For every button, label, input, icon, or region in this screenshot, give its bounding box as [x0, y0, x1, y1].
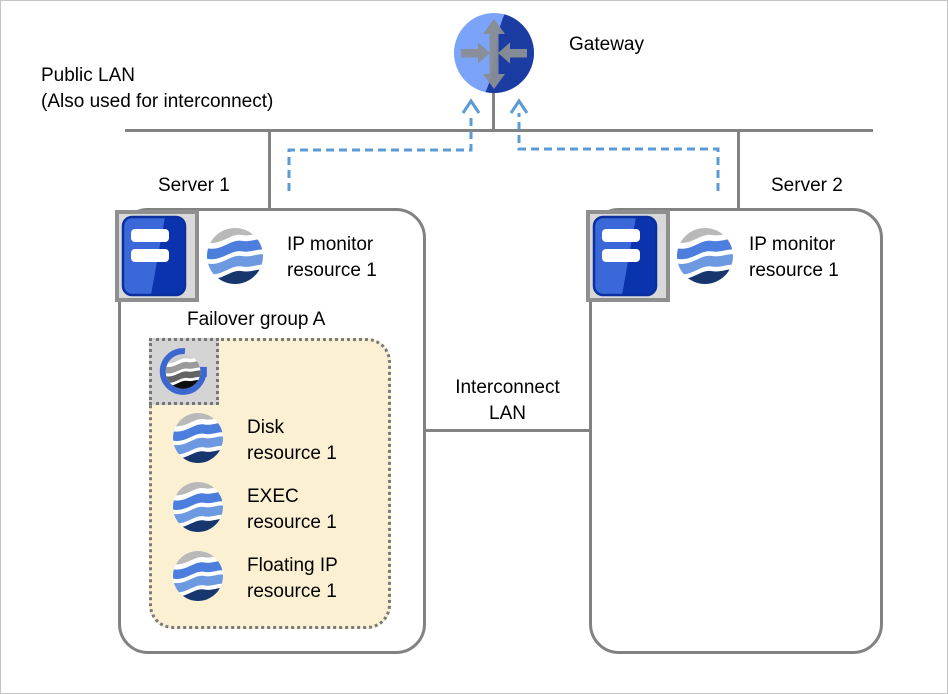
server1-ip-monitor-line1: IP monitor [287, 234, 374, 255]
server1-ping-dashed-line [287, 113, 473, 191]
disk-resource-line2: resource 1 [247, 443, 337, 464]
server1-ping-arrowhead [461, 98, 481, 114]
server1-server-icon [115, 210, 199, 302]
public-lan-line2: (Also used for interconnect) [41, 91, 274, 112]
gateway-stem-line [492, 93, 495, 132]
server2-lan-drop-line [737, 131, 740, 209]
floating-ip-resource-line1: Floating IP [247, 555, 338, 576]
server2-ping-dashed-line [517, 113, 720, 191]
server2-ip-monitor-line2: resource 1 [749, 260, 839, 281]
server1-ip-monitor-label: IP monitor resource 1 [287, 232, 377, 284]
disk-resource-label: Disk resource 1 [247, 415, 337, 467]
server2-box [589, 208, 883, 654]
interconnect-lan-line1: Interconnect [455, 377, 560, 398]
server2-label: Server 2 [771, 175, 843, 196]
server2-server-icon [586, 210, 670, 302]
server2-ping-arrowhead [509, 98, 529, 114]
server2-ip-monitor-line1: IP monitor [749, 234, 836, 255]
failover-group-g-icon [149, 338, 219, 405]
public-lan-label: Public LAN (Also used for interconnect) [41, 63, 273, 115]
public-lan-line [125, 129, 873, 132]
server1-label: Server 1 [158, 175, 230, 196]
interconnect-lan-line2: LAN [489, 403, 526, 424]
gateway-label: Gateway [569, 34, 644, 55]
interconnect-lan-label: Interconnect LAN [425, 375, 590, 427]
server1-ip-monitor-line2: resource 1 [287, 260, 377, 281]
exec-resource-label: EXEC resource 1 [247, 484, 337, 536]
server1-lan-drop-line [268, 131, 271, 209]
exec-resource-line2: resource 1 [247, 512, 337, 533]
interconnect-lan-line [425, 429, 590, 432]
floating-ip-resource-line2: resource 1 [247, 581, 337, 602]
disk-resource-line1: Disk [247, 417, 284, 438]
floating-ip-resource-label: Floating IP resource 1 [247, 553, 338, 605]
server2-ip-monitor-label: IP monitor resource 1 [749, 232, 839, 284]
public-lan-line1: Public LAN [41, 65, 135, 86]
gateway-router-icon [454, 13, 534, 93]
failover-group-label: Failover group A [187, 309, 326, 330]
exec-resource-line1: EXEC [247, 486, 299, 507]
